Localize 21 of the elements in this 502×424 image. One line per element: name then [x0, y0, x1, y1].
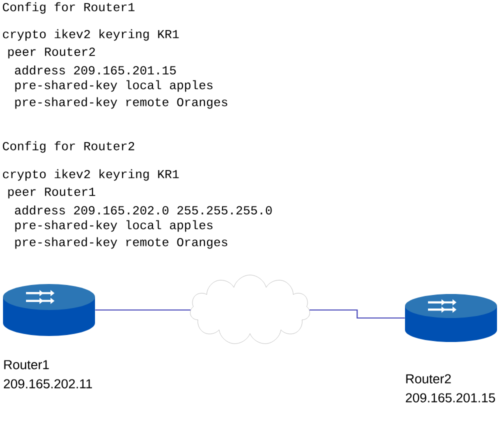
config-line: pre-shared-key local apples	[15, 80, 212, 92]
router-label: Router2	[406, 374, 451, 384]
config-line: pre-shared-key remote Oranges	[15, 237, 228, 249]
router-label: Router1	[4, 360, 49, 370]
router-label: 209.165.201.15	[406, 393, 495, 402]
config-line: peer Router2	[8, 48, 95, 58]
serial-link	[310, 309, 405, 319]
router-drawing	[3, 284, 95, 336]
config-line: address 209.165.201.15	[14, 65, 176, 75]
router-label: 209.165.202.11	[4, 379, 92, 388]
config-line: pre-shared-key remote Oranges	[15, 97, 228, 109]
config-line: Config for Router1	[2, 2, 134, 14]
serial-link	[95, 309, 190, 311]
config-line: address 209.165.202.0 255.255.255.0	[14, 205, 272, 215]
config-line: crypto ikev2 keyring KR1	[3, 169, 179, 181]
config-line: crypto ikev2 keyring KR1	[3, 29, 179, 41]
config-line: peer Router1	[8, 188, 96, 198]
cloud	[190, 274, 310, 344]
config-line: pre-shared-key local apples	[15, 220, 212, 232]
router-drawing	[405, 294, 497, 342]
config-line: Config for Router2	[2, 141, 134, 153]
